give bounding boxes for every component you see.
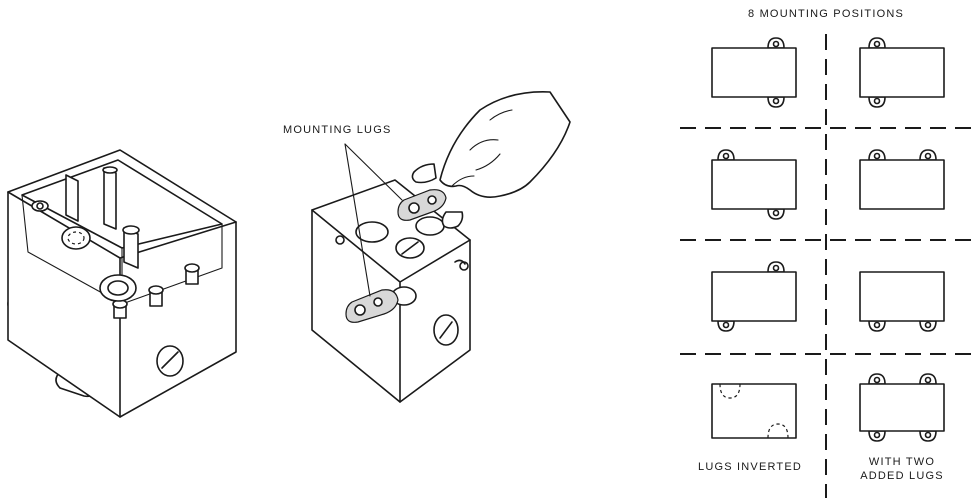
label-with-two-line2: ADDED LUGS bbox=[860, 470, 944, 482]
install-top-hole-right bbox=[415, 216, 445, 236]
pointer-line-top bbox=[344, 143, 403, 201]
thumb bbox=[411, 163, 437, 184]
box-interior-posts bbox=[31, 166, 200, 319]
position-7-lugs-inverted bbox=[711, 383, 797, 439]
install-top-hole-left bbox=[355, 221, 389, 243]
position-1 bbox=[711, 37, 797, 108]
install-screw bbox=[335, 235, 345, 245]
install-slot bbox=[454, 259, 466, 265]
box-inner-hub-left bbox=[61, 226, 91, 250]
position-8-with-two-added-lugs bbox=[859, 373, 945, 442]
position-3 bbox=[711, 149, 797, 220]
box-hub-threads bbox=[67, 231, 85, 245]
hand-creases bbox=[451, 109, 513, 187]
label-mounting-lugs: MOUNTING LUGS bbox=[283, 124, 392, 136]
label-lugs-inverted: LUGS INVERTED bbox=[698, 461, 803, 473]
label-mounting-positions: 8 MOUNTING POSITIONS bbox=[748, 8, 905, 20]
position-6 bbox=[859, 271, 945, 332]
position-5 bbox=[711, 261, 797, 332]
position-4 bbox=[859, 149, 945, 210]
box-hub-inner bbox=[107, 280, 129, 296]
label-with-two-line1: WITH TWO bbox=[868, 456, 936, 468]
box-plug-slot bbox=[161, 351, 179, 369]
open-box-illustration bbox=[7, 149, 237, 418]
lug-install-illustration bbox=[311, 91, 571, 403]
finger-tip bbox=[441, 211, 464, 229]
position-2 bbox=[859, 37, 945, 108]
mounting-positions-grid bbox=[680, 34, 972, 498]
box-inner-hub-bottom bbox=[99, 274, 137, 302]
pointer-line-bottom bbox=[344, 143, 371, 297]
hand bbox=[439, 91, 571, 198]
